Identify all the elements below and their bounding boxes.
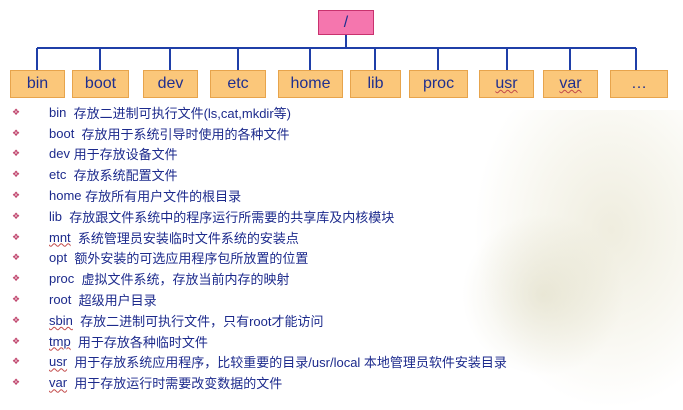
dir-desc: 存放二进制可执行文件，只有root才能访问 — [80, 313, 324, 329]
list-item: ❖ var 用于存放运行时需要改变数据的文件 — [10, 372, 507, 393]
dir-name: lib — [49, 208, 63, 224]
bullet-icon: ❖ — [11, 169, 21, 180]
dir-name: boot — [49, 125, 75, 141]
dir-desc: 存放用于系统引导时使用的各种文件 — [81, 126, 290, 142]
list-item: ❖ home 存放所有用户文件的根目录 — [10, 185, 507, 206]
list-item: ❖ lib 存放跟文件系统中的程序运行所需要的共享库及内核模块 — [10, 206, 507, 227]
dir-desc: 虚拟文件系统，存放当前内存的映射 — [81, 272, 290, 288]
node-var: var — [543, 70, 598, 98]
dir-name: var — [49, 375, 68, 391]
root-node: / — [318, 10, 374, 35]
list-item: ❖ tmp 用于存放各种临时文件 — [10, 331, 507, 352]
dir-name: tmp — [49, 333, 71, 349]
description-list: ❖ bin 存放二进制可执行文件(ls,cat,mkdir等) ❖ boot 存… — [10, 102, 507, 393]
node-home: home — [278, 70, 343, 98]
node-lib: lib — [350, 70, 401, 98]
bullet-icon: ❖ — [11, 127, 21, 138]
bullet-icon: ❖ — [11, 314, 21, 325]
dir-name: bin — [49, 104, 67, 120]
bullet-icon: ❖ — [11, 252, 21, 263]
dir-name: root — [49, 292, 72, 308]
dir-desc: 用于存放各种临时文件 — [77, 334, 208, 350]
bullet-icon: ❖ — [11, 210, 21, 221]
node-var-label: var — [559, 75, 582, 92]
dir-desc: 存放所有用户文件的根目录 — [85, 189, 242, 205]
dir-name: etc — [49, 167, 67, 183]
bullet-icon: ❖ — [11, 148, 21, 159]
dir-desc: 用于存放系统应用程序，比较重要的目录/usr/local 本地管理员软件安装目录 — [74, 355, 507, 371]
bullet-icon: ❖ — [11, 294, 21, 305]
list-item: ❖ bin 存放二进制可执行文件(ls,cat,mkdir等) — [10, 102, 507, 123]
dir-desc: 存放二进制可执行文件(ls,cat,mkdir等) — [73, 105, 291, 121]
dir-desc: 用于存放运行时需要改变数据的文件 — [74, 376, 283, 392]
tree-connectors — [36, 35, 637, 70]
dir-desc: 额外安装的可选应用程序包所放置的位置 — [74, 251, 309, 267]
bullet-icon: ❖ — [11, 231, 21, 242]
list-item: ❖ proc 虚拟文件系统，存放当前内存的映射 — [10, 268, 507, 289]
dir-name: sbin — [49, 312, 73, 328]
node-bin: bin — [10, 70, 65, 98]
dir-name: home — [49, 188, 82, 204]
node-proc: proc — [409, 70, 468, 98]
bullet-icon: ❖ — [11, 273, 21, 284]
dir-name: dev — [49, 146, 70, 162]
list-item: ❖ mnt 系统管理员安装临时文件系统的安装点 — [10, 227, 507, 248]
bullet-icon: ❖ — [11, 335, 21, 346]
list-item: ❖ sbin 存放二进制可执行文件，只有root才能访问 — [10, 310, 507, 331]
dir-desc: 存放跟文件系统中的程序运行所需要的共享库及内核模块 — [69, 209, 395, 225]
dir-desc: 用于存放设备文件 — [73, 147, 178, 163]
bullet-icon: ❖ — [11, 356, 21, 367]
node-dev: dev — [143, 70, 198, 98]
bullet-icon: ❖ — [11, 190, 21, 201]
list-item: ❖ boot 存放用于系统引导时使用的各种文件 — [10, 123, 507, 144]
background-decoration-flower — [463, 200, 623, 390]
dir-name: proc — [49, 271, 75, 287]
list-item: ❖ etc 存放系统配置文件 — [10, 164, 507, 185]
list-item: ❖ dev 用于存放设备文件 — [10, 144, 507, 165]
list-item: ❖ root 超级用户目录 — [10, 289, 507, 310]
dir-name: mnt — [49, 229, 71, 245]
dir-desc: 超级用户目录 — [78, 293, 157, 309]
dir-desc: 系统管理员安装临时文件系统的安装点 — [77, 230, 299, 246]
background-decoration — [473, 110, 683, 410]
dir-name: usr — [49, 354, 68, 370]
list-item: ❖ usr 用于存放系统应用程序，比较重要的目录/usr/local 本地管理员… — [10, 352, 507, 373]
dir-desc: 存放系统配置文件 — [73, 168, 178, 184]
bullet-icon: ❖ — [11, 377, 21, 388]
node-boot: boot — [72, 70, 129, 98]
node-usr: usr — [479, 70, 534, 98]
dir-name: opt — [49, 250, 68, 266]
node-etc: etc — [210, 70, 266, 98]
node-more: … — [610, 70, 668, 98]
bullet-icon: ❖ — [11, 106, 21, 117]
list-item: ❖ opt 额外安装的可选应用程序包所放置的位置 — [10, 248, 507, 269]
node-usr-label: usr — [495, 75, 518, 92]
